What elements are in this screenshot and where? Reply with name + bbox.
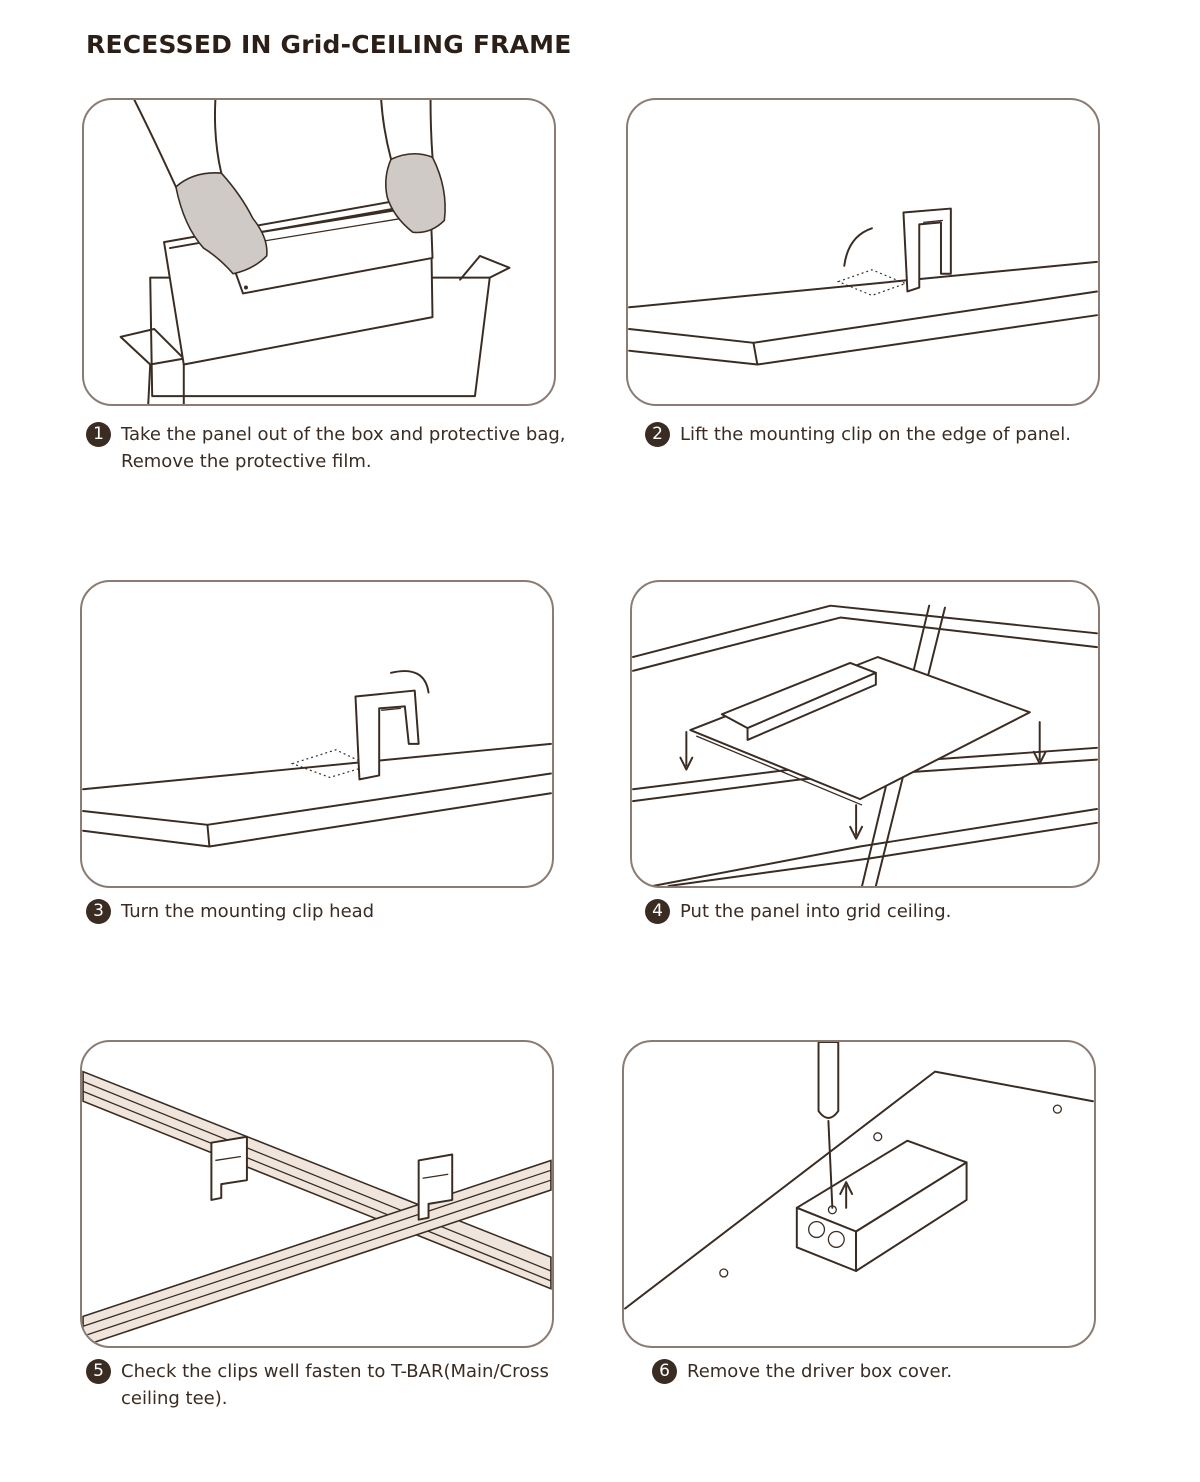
step-5-line-2: ceiling tee).: [121, 1388, 228, 1409]
step-4-number: 4: [645, 899, 670, 924]
step-4-caption: 4 Put the panel into grid ceiling.: [645, 898, 951, 925]
step-2-caption: 2 Lift the mounting clip on the edge of …: [645, 421, 1071, 448]
step-1-illustration: [82, 98, 556, 406]
grid-ceiling-illustration: [632, 604, 1098, 886]
tbar-clips-illustration: [82, 1070, 552, 1346]
step-1-caption: 1 Take the panel out of the box and prot…: [86, 421, 566, 475]
step-3-illustration: [80, 580, 554, 888]
panel-unboxing-illustration: [119, 100, 511, 404]
page-title: RECESSED IN Grid-CEILING FRAME: [86, 30, 572, 59]
step-2-line-1: Lift the mounting clip on the edge of pa…: [680, 424, 1071, 445]
step-1-line-2: Remove the protective film.: [121, 451, 372, 472]
turn-clip-illustration: [82, 670, 552, 848]
step-1-line-1: Take the panel out of the box and protec…: [121, 424, 566, 445]
step-3-line-1: Turn the mounting clip head: [121, 901, 375, 922]
step-6-caption: 6 Remove the driver box cover.: [652, 1358, 952, 1385]
step-5-caption: 5 Check the clips well fasten to T-BAR(M…: [86, 1358, 549, 1412]
step-5-illustration: [80, 1040, 554, 1348]
step-1-number: 1: [86, 422, 111, 447]
step-6-line-1: Remove the driver box cover.: [687, 1361, 953, 1382]
lift-clip-illustration: [628, 207, 1098, 366]
step-3-caption: 3 Turn the mounting clip head: [86, 898, 374, 925]
step-3-number: 3: [86, 899, 111, 924]
step-4-illustration: [630, 580, 1100, 888]
step-2-number: 2: [645, 422, 670, 447]
step-2-illustration: [626, 98, 1100, 406]
step-5-line-1: Check the clips well fasten to T-BAR(Mai…: [121, 1361, 549, 1382]
step-6-illustration: [622, 1040, 1096, 1348]
step-4-line-1: Put the panel into grid ceiling.: [680, 901, 952, 922]
step-5-number: 5: [86, 1359, 111, 1384]
step-6-number: 6: [652, 1359, 677, 1384]
driver-box-illustration: [624, 1042, 1094, 1310]
